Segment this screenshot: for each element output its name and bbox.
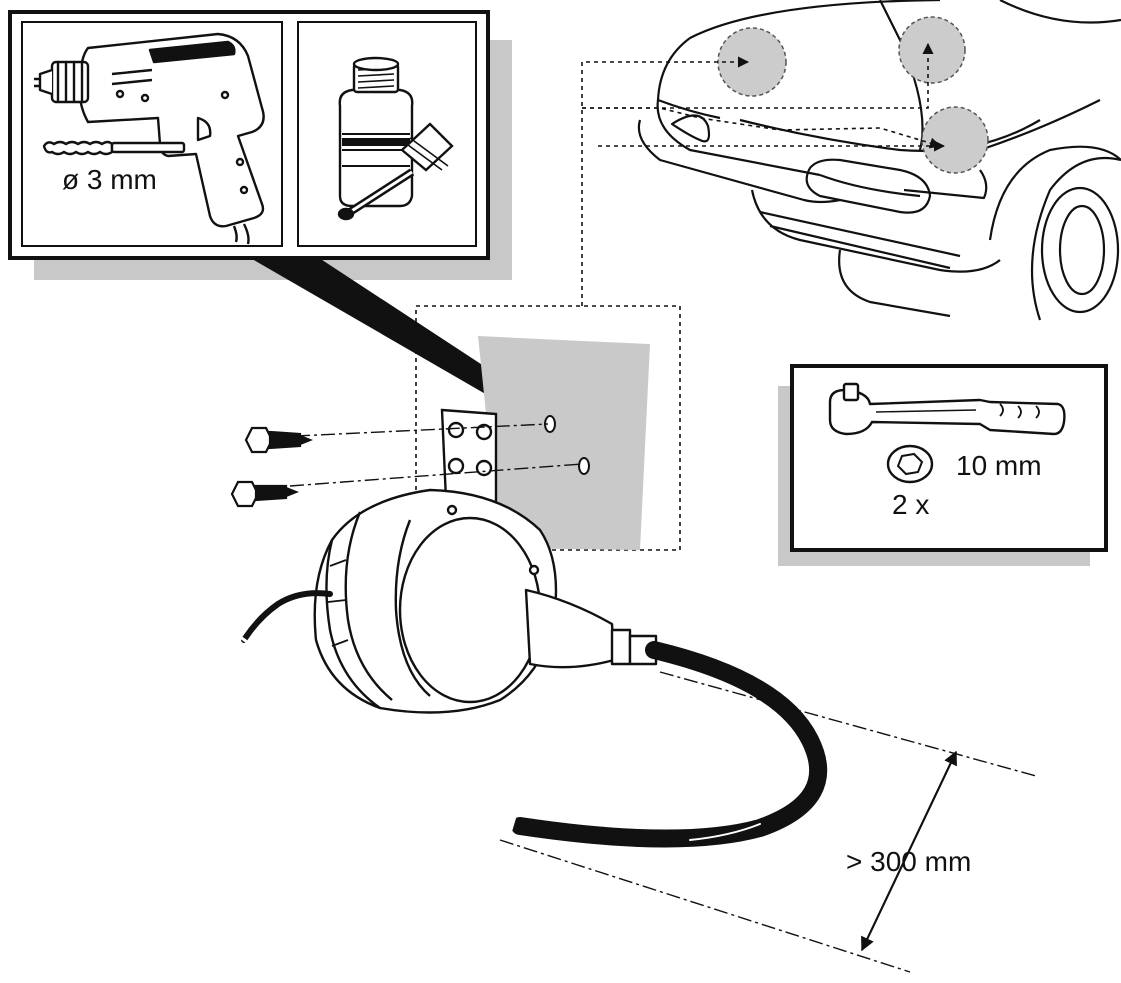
leader-lines [581,42,946,306]
hose-icon [506,641,828,848]
bracket-icon [440,408,498,510]
drill-icon [34,32,265,245]
tool-callout [8,10,548,414]
body-panel [478,336,650,550]
mounting-area-markers [717,16,989,174]
mount-area-left [717,27,787,97]
screw-icon [244,426,313,454]
alignment-lines [289,423,583,487]
quantity-label: 2 x [892,489,930,520]
ratchet-wrench-icon [828,382,1066,436]
drill-bit-size-label: ø 3 mm [62,164,157,195]
mount-area-top [898,16,966,84]
mounting-detail [230,305,681,551]
wire-icon [234,590,333,646]
screw-icon [230,480,299,508]
car-front-icon [637,0,1121,321]
panel-hole-upper [544,415,556,433]
distance-dimension [499,671,1037,973]
hose-distance-label: > 300 mm [846,846,972,877]
horn-icon [313,488,658,714]
wrench-callout [778,364,1108,566]
socket-size-label: 10 mm [956,450,1042,481]
brush-icon [337,122,454,221]
primer-bottle-icon [338,56,414,208]
drill-bit-icon [42,140,186,156]
panel-hole-lower [578,457,590,475]
callout-pointer [240,252,548,414]
socket-icon [886,444,934,484]
mount-area-right [921,106,989,174]
